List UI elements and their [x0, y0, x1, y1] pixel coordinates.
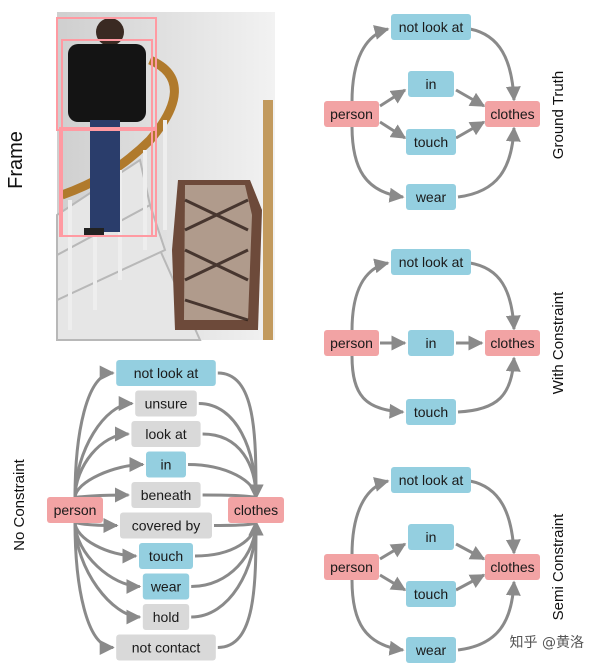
svg-text:not look at: not look at — [399, 472, 464, 488]
nc-arrow-person-to-relation — [73, 521, 115, 655]
gt-relation-node: in — [408, 71, 454, 97]
wc-relation-node: touch — [406, 399, 456, 425]
svg-text:wear: wear — [415, 642, 447, 658]
svg-text:person: person — [330, 559, 373, 575]
nc-relation-label: not contact — [132, 640, 201, 656]
svg-text:clothes: clothes — [490, 559, 534, 575]
nc-person-node: person — [47, 497, 103, 523]
with-constraint-panel: person clothes not look at in touch — [324, 249, 540, 425]
nc-relation-label: touch — [149, 548, 183, 564]
svg-text:wear: wear — [415, 189, 447, 205]
gt-object-node: clothes — [485, 101, 540, 127]
frame-label: Frame — [5, 131, 27, 189]
wc-relation-node: in — [408, 330, 454, 356]
sc-relation-node: not look at — [391, 467, 471, 493]
svg-text:in: in — [426, 529, 437, 545]
nc-relation-label: beneath — [141, 487, 192, 503]
nc-relation-label: unsure — [145, 396, 188, 412]
nc-relation-node: touch — [139, 543, 193, 569]
svg-text:person: person — [330, 335, 373, 351]
sc-person-node: person — [324, 554, 379, 580]
ground-truth-label: Ground Truth — [550, 71, 567, 159]
nc-relation-label: in — [161, 457, 172, 473]
no-constraint-panel: not look at unsure look at in beneath covered… — [47, 360, 284, 661]
nc-arrow-person-to-relation — [73, 365, 115, 499]
nc-relation-node: not contact — [116, 634, 216, 661]
svg-text:in: in — [426, 76, 437, 92]
svg-text:in: in — [426, 335, 437, 351]
svg-text:touch: touch — [414, 586, 448, 602]
svg-text:person: person — [330, 106, 373, 122]
watermark-text: 知乎 @黄洛 — [510, 634, 584, 651]
svg-text:person: person — [54, 502, 97, 518]
nc-arrow-person-to-relation — [73, 426, 130, 499]
nc-relation-label: hold — [153, 609, 179, 625]
bounding-boxes — [56, 17, 157, 237]
nc-relation-node: look at — [131, 421, 201, 447]
svg-text:not look at: not look at — [399, 19, 464, 35]
clothes-illustration — [172, 100, 273, 340]
nc-arrow-person-to-relation — [73, 457, 145, 499]
staircase-illustration — [56, 158, 202, 341]
handrail-illustration — [60, 55, 179, 200]
nc-relation-node: hold — [142, 604, 190, 630]
svg-text:touch: touch — [414, 404, 448, 420]
nc-relation-label: look at — [145, 426, 186, 442]
svg-text:clothes: clothes — [490, 335, 534, 351]
semi-constraint-label: Semi Constraint — [550, 513, 567, 621]
wc-object-node: clothes — [485, 330, 540, 356]
wc-person-node: person — [324, 330, 379, 356]
nc-relation-node: in — [146, 451, 186, 478]
svg-text:touch: touch — [414, 134, 448, 150]
gt-relation-node: not look at — [391, 14, 471, 40]
nc-relation-node: covered by — [120, 512, 212, 539]
nc-arrow-relation-to-object — [217, 371, 264, 500]
nc-relation-node: unsure — [135, 390, 197, 417]
no-constraint-label: No Constraint — [11, 458, 28, 551]
svg-text:not look at: not look at — [399, 254, 464, 270]
sc-relation-node: touch — [406, 581, 456, 607]
gt-person-node: person — [324, 101, 379, 127]
gt-relation-node: touch — [406, 129, 456, 155]
with-constraint-label: With Constraint — [550, 291, 567, 394]
nc-relation-label: wear — [150, 579, 182, 595]
svg-text:clothes: clothes — [490, 106, 534, 122]
sc-relation-node: wear — [406, 637, 456, 663]
ground-truth-panel: person clothes not look at in touch wear — [324, 14, 540, 210]
nc-relation-node: beneath — [131, 482, 201, 508]
nc-object-node: clothes — [228, 497, 284, 523]
gt-relation-node: wear — [406, 184, 456, 210]
nc-relation-label: covered by — [132, 518, 200, 534]
nc-arrow-relation-to-object — [217, 520, 264, 649]
nc-relation-label: not look at — [134, 365, 199, 381]
video-frame — [56, 12, 275, 341]
svg-text:clothes: clothes — [234, 502, 278, 518]
sc-relation-node: in — [408, 524, 454, 550]
sc-object-node: clothes — [485, 554, 540, 580]
semi-constraint-panel: person clothes not look at in touch wear — [324, 467, 540, 663]
nc-relation-node: wear — [142, 573, 190, 600]
nc-relation-node: not look at — [116, 360, 216, 386]
wc-relation-node: not look at — [391, 249, 471, 275]
